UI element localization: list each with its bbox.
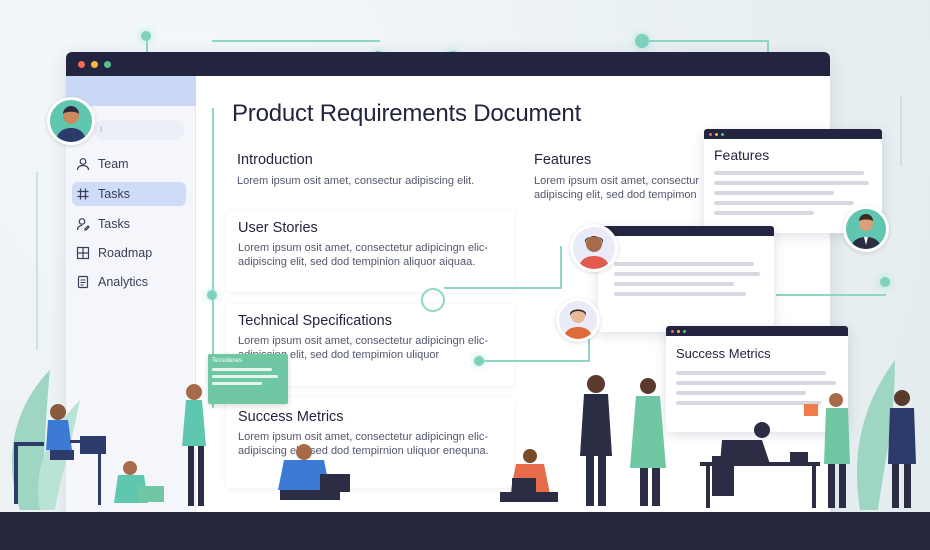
text-line xyxy=(714,181,869,185)
dot-icon xyxy=(721,132,724,136)
text-line xyxy=(212,368,272,371)
avatar xyxy=(570,224,618,272)
text-line xyxy=(714,171,864,175)
technical-body: Lorem ipsum osit amet, consectetur adipi… xyxy=(238,335,489,361)
sidebar-item-label: Team xyxy=(98,157,129,171)
dot-icon xyxy=(671,329,674,333)
dot-icon xyxy=(715,132,718,136)
minimize-window-icon[interactable] xyxy=(91,60,98,68)
technical-heading: Technical Specifications xyxy=(238,313,392,329)
sidebar-item-roadmap[interactable]: Roadmap xyxy=(72,241,186,265)
features-float-title: Features xyxy=(714,147,770,163)
success-float-title: Success Metrics xyxy=(676,346,771,361)
close-window-icon[interactable] xyxy=(78,60,85,68)
people-illustration xyxy=(11,360,916,510)
text-line xyxy=(676,401,821,405)
document-icon xyxy=(76,275,90,289)
features-float-lines xyxy=(704,163,882,215)
text-line xyxy=(714,191,834,195)
connector-line xyxy=(212,108,214,408)
float-card-bar xyxy=(666,326,848,336)
text-line xyxy=(614,262,754,266)
text-line xyxy=(714,201,854,205)
text-line xyxy=(676,371,826,375)
text-line xyxy=(614,292,746,296)
window-titlebar xyxy=(66,52,830,76)
text-line xyxy=(212,382,262,385)
connector-line xyxy=(776,294,886,296)
user-stories-heading: User Stories xyxy=(238,220,318,236)
connector-line xyxy=(900,96,902,166)
connector-node xyxy=(474,356,484,366)
text-line xyxy=(212,375,278,378)
avatar xyxy=(843,206,889,252)
sidebar-search-input[interactable]: I xyxy=(94,120,184,140)
introduction-body: Lorem ipsum osit amet, consectur adipisc… xyxy=(237,175,475,187)
page-title: Product Requirements Document xyxy=(232,100,582,127)
connector-line xyxy=(560,246,562,288)
connector-ring xyxy=(421,288,445,312)
connector-line xyxy=(212,40,380,42)
sidebar-item-tasks-2[interactable]: Tasks xyxy=(72,212,186,236)
dot-icon xyxy=(709,132,712,136)
green-note-card: Tessidenes xyxy=(208,354,288,404)
user-edit-icon xyxy=(76,217,90,231)
connector-node xyxy=(207,290,217,300)
user-icon xyxy=(76,157,90,171)
success-float-lines xyxy=(666,361,848,405)
detail-float-card xyxy=(598,226,774,332)
connector-line xyxy=(36,172,38,350)
sidebar-item-label: Analytics xyxy=(98,275,149,289)
connector-node xyxy=(880,277,890,287)
sidebar-item-analytics[interactable]: Analytics xyxy=(72,270,186,294)
sidebar-item-label: Roadmap xyxy=(98,246,153,260)
user-stories-body: Lorem ipsum osit amet, consectetur adipi… xyxy=(238,242,489,268)
success-heading: Success Metrics xyxy=(238,409,344,425)
sidebar-item-tasks[interactable]: Tasks xyxy=(72,182,186,206)
connector-line xyxy=(648,40,768,42)
avatar xyxy=(556,298,600,342)
sidebar-header xyxy=(66,76,196,106)
floor xyxy=(0,512,930,550)
hash-icon xyxy=(76,187,90,201)
text-line xyxy=(676,381,836,385)
green-note-title: Tessidenes xyxy=(212,358,243,364)
float-card-bar xyxy=(598,226,774,236)
features-body: Lorem ipsum osit amet, consectur adipisc… xyxy=(534,175,700,201)
maximize-window-icon[interactable] xyxy=(104,60,111,68)
avatar xyxy=(47,97,95,145)
detail-float-lines xyxy=(598,236,774,296)
dot-icon xyxy=(683,329,686,333)
features-heading: Features xyxy=(534,152,592,168)
green-note-lines xyxy=(208,364,288,385)
text-line xyxy=(614,272,760,276)
dot-icon xyxy=(677,329,680,333)
sidebar-item-label: Tasks xyxy=(98,217,130,231)
text-line xyxy=(614,282,734,286)
success-card xyxy=(226,398,514,488)
introduction-heading: Introduction xyxy=(237,152,313,168)
text-line xyxy=(676,391,806,395)
connector-line xyxy=(480,360,590,362)
connector-node xyxy=(141,31,151,41)
sidebar-item-team[interactable]: Team xyxy=(72,152,186,176)
float-card-bar xyxy=(704,129,882,139)
text-line xyxy=(714,211,814,215)
connector-line xyxy=(588,330,590,361)
user-stories-card xyxy=(226,210,514,292)
connector-node xyxy=(635,34,649,48)
grid-icon xyxy=(76,246,90,260)
sidebar-item-label: Tasks xyxy=(98,187,130,201)
connector-line xyxy=(444,287,562,289)
